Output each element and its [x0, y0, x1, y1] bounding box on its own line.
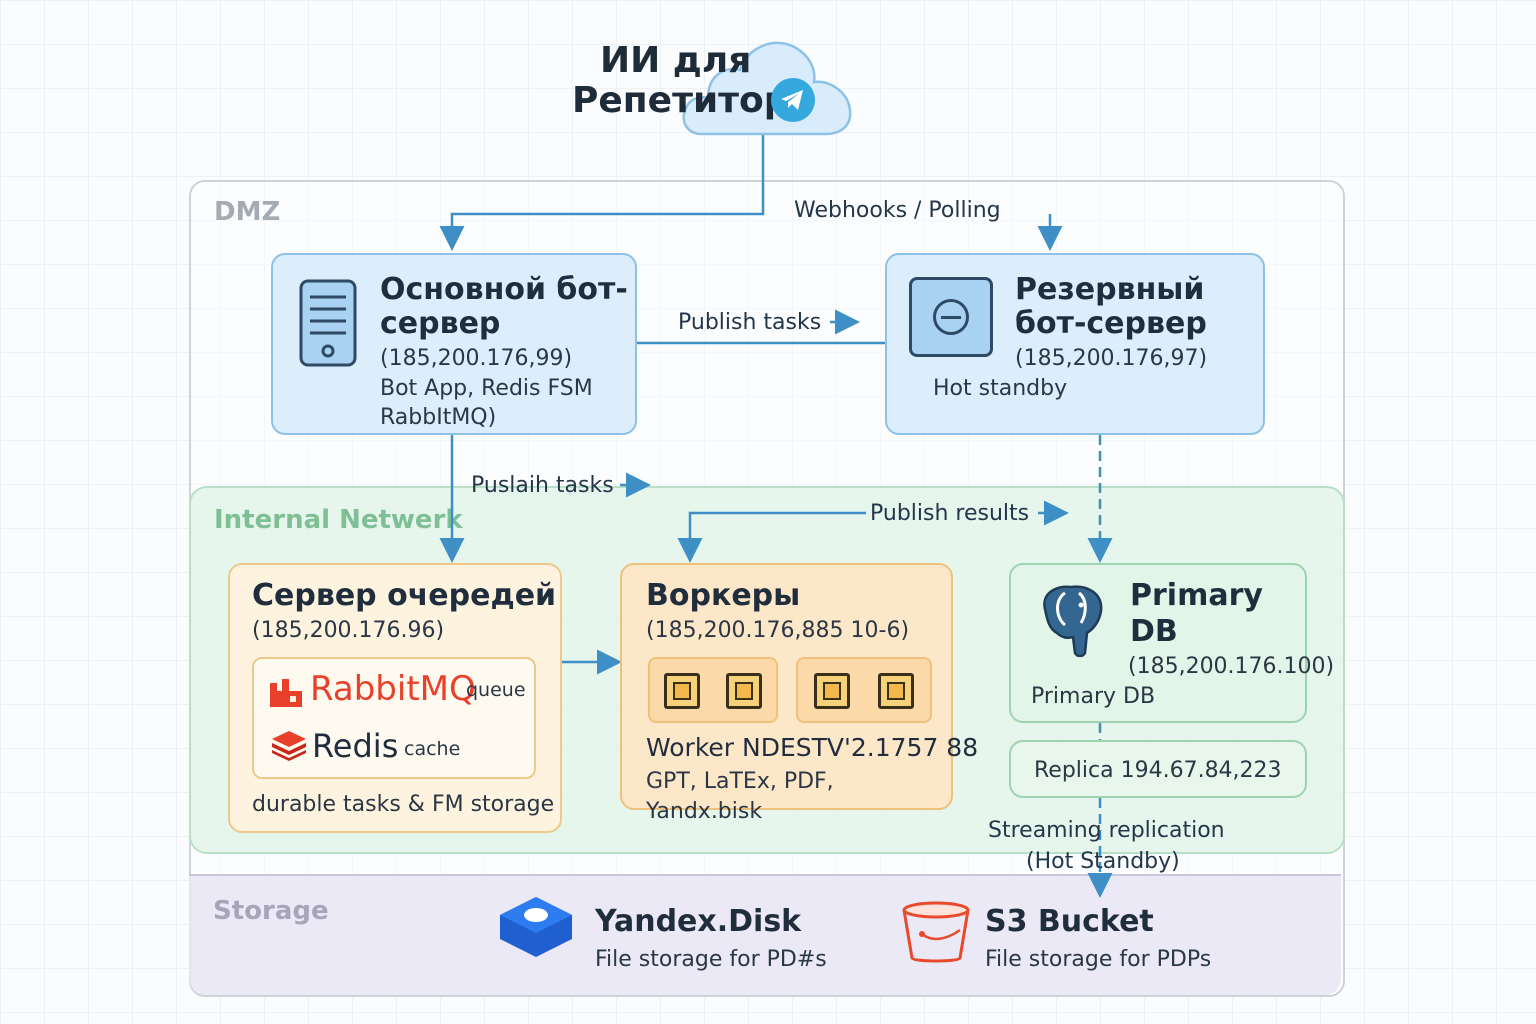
- s3-title: S3 Bucket: [985, 904, 1154, 939]
- yandex-disk-title: Yandex.Disk: [595, 904, 802, 939]
- telegram-icon: [771, 78, 815, 122]
- rabbitmq-label: RabbitMQ: [310, 669, 476, 709]
- results-to-workers-line: [677, 511, 866, 563]
- s3-sub: File storage for PDPs: [985, 947, 1212, 972]
- main-bot-server-box: Основной бот- сервер (185,200.176,99) Bo…: [271, 253, 637, 435]
- redis-icon: [272, 731, 306, 761]
- publish-results-label: Publish results: [870, 501, 1030, 526]
- cpu-chip-icon: [878, 673, 914, 709]
- queue-server-title: Сервер очередей: [252, 578, 557, 613]
- backup-bot-title-line2: бот-сервер: [1015, 306, 1207, 341]
- server-icon: [299, 279, 357, 367]
- queue-server-box: Сервер очередей (185,200.176.96) RabbitM…: [228, 563, 562, 833]
- publish-tasks-label: Publish tasks: [678, 310, 822, 335]
- workers-line1: Worker NDESTV'2.1757 88: [646, 733, 979, 762]
- replication-label-line2: (Hot Standby): [1026, 849, 1180, 874]
- primary-db-ip: (185,200.176.100): [1128, 654, 1335, 679]
- standby-icon: [909, 277, 993, 357]
- main-bot-line2: RabbItMQ): [380, 405, 497, 430]
- title-line1: ИИ для: [600, 40, 752, 81]
- storage-zone: [189, 874, 1341, 995]
- main-bot-ip: (185,200.176,99): [380, 346, 573, 371]
- workers-box: Воркеры (185,200.176,885 10-6) Worker ND…: [620, 563, 978, 824]
- rabbitmq-note: queue: [466, 679, 526, 701]
- main-bot-line1: Bot App, Redis FSM: [380, 376, 593, 401]
- dmz-label: DMZ: [214, 197, 281, 227]
- cpu-chip-icon: [814, 673, 850, 709]
- replication-label-line1: Streaming replication: [988, 818, 1225, 843]
- primary-db-box: Primary DB (185,200.176.100) Primary DB: [1009, 563, 1334, 723]
- main-bot-title-line1: Основной бот-: [380, 272, 628, 307]
- webhook-line: [439, 132, 765, 251]
- backup-bot-ip: (185,200.176,97): [1015, 346, 1208, 371]
- storage-label: Storage: [213, 896, 329, 926]
- workers-ip: (185,200.176,885 10-6): [646, 618, 910, 643]
- redis-label: Redis: [312, 727, 399, 765]
- puslaih-tasks-label: Puslaih tasks: [471, 473, 614, 498]
- postgresql-elephant-icon: [1043, 585, 1103, 658]
- s3-bucket-icon: [902, 901, 970, 963]
- primary-db-title-line1: Primary: [1130, 578, 1263, 613]
- main-bot-title-line2: сервер: [380, 306, 501, 341]
- primary-db-title-line2: DB: [1130, 614, 1178, 649]
- cpu-chip-icon: [726, 673, 762, 709]
- queue-services-panel: RabbitMQ queue Redis cache: [252, 657, 536, 779]
- rabbitmq-icon: [270, 679, 302, 707]
- backup-bot-line1: Hot standby: [933, 376, 1068, 401]
- yandex-disk-sub: File storage for PD#s: [595, 947, 827, 972]
- title-line2: Репетитор: [572, 80, 790, 121]
- workers-title: Воркеры: [646, 578, 801, 613]
- workers-line2: GPT, LaTEx, PDF, Yandx.bisk: [646, 769, 834, 824]
- primary-db-line1: Primary DB: [1031, 684, 1156, 709]
- queue-server-footer: durable tasks & FM storage: [252, 792, 555, 817]
- queue-server-ip: (185,200.176.96): [252, 618, 445, 643]
- replica-box: Replica 194.67.84,223: [1009, 740, 1307, 798]
- internal-network-label: Internal Netwerk: [214, 505, 463, 535]
- webhooks-polling-label: Webhooks / Polling: [794, 198, 1001, 223]
- worker-chip-group-2: [796, 657, 932, 723]
- backup-bot-title-line1: Резервный: [1015, 272, 1205, 307]
- backup-bot-server-box: Резервный бот-сервер (185,200.176,97) Ho…: [885, 253, 1265, 435]
- replica-label: Replica 194.67.84,223: [1034, 758, 1282, 783]
- redis-note: cache: [404, 738, 461, 760]
- yandex-disk-icon: [500, 897, 572, 957]
- cpu-chip-icon: [664, 673, 700, 709]
- worker-chip-group-1: [648, 657, 778, 723]
